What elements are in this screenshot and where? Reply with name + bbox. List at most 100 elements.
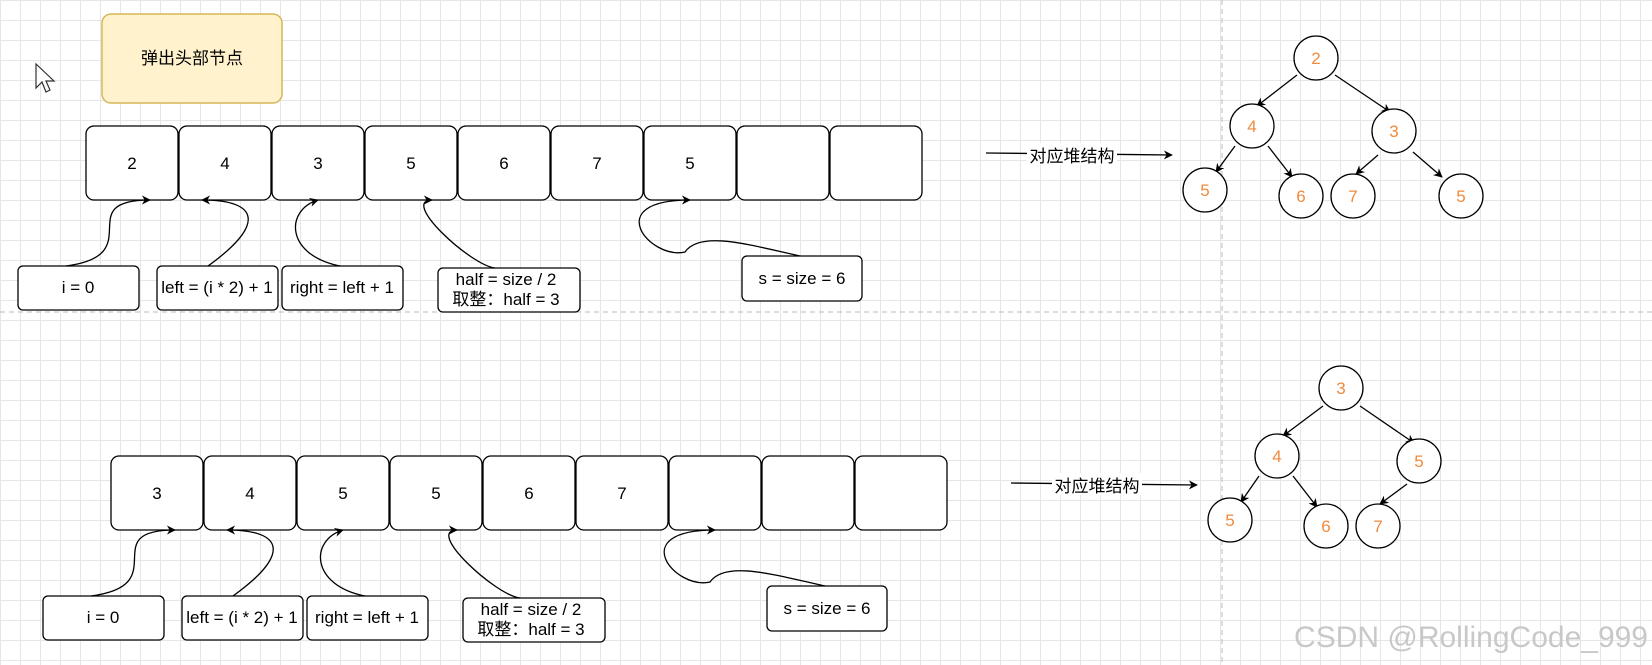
tree-node: 3 xyxy=(1371,108,1417,154)
svg-text:3: 3 xyxy=(1336,379,1345,398)
svg-text:right = left + 1: right = left + 1 xyxy=(290,278,394,297)
pointer-i xyxy=(90,525,176,597)
tree-edge xyxy=(1379,483,1408,505)
pointer-i xyxy=(65,195,151,267)
svg-text:6: 6 xyxy=(1321,517,1330,536)
tree-node: 5 xyxy=(1396,438,1442,484)
svg-text:7: 7 xyxy=(1373,517,1382,536)
array-cell: 4 xyxy=(203,455,297,531)
label-half: half = size / 2 取整：half = 3 xyxy=(437,267,581,313)
svg-text:half = size / 2: half = size / 2 xyxy=(481,600,582,619)
svg-text:6: 6 xyxy=(1296,187,1305,206)
pointer-right xyxy=(319,528,366,597)
svg-text:5: 5 xyxy=(1200,181,1209,200)
pointer-left xyxy=(201,195,249,267)
array-cell: 5 xyxy=(364,125,458,201)
array-cell: 6 xyxy=(482,455,576,531)
tree-node: 4 xyxy=(1229,103,1275,149)
tree-node: 7 xyxy=(1355,503,1401,549)
title-box: 弹出头部节点 xyxy=(101,13,283,104)
array-cell xyxy=(829,125,923,201)
tree-edge xyxy=(1359,405,1415,444)
tree-edge xyxy=(1240,475,1260,503)
cell-value: 5 xyxy=(338,484,347,503)
heap-label: 对应堆结构 xyxy=(1030,147,1115,166)
pointer-s xyxy=(638,195,801,257)
tree-node: 5 xyxy=(1438,173,1484,219)
tree-edge xyxy=(1292,475,1318,508)
pointer-right xyxy=(294,198,341,267)
pointer-s xyxy=(663,525,826,587)
svg-text:5: 5 xyxy=(1225,511,1234,530)
cell-value: 6 xyxy=(524,484,533,503)
top-heap-tree: 2 4 3 5 6 7 5 xyxy=(1182,35,1484,219)
array-cell xyxy=(668,455,762,531)
tree-edge xyxy=(1256,74,1298,107)
cell-value: 4 xyxy=(220,154,229,173)
cell-value: 2 xyxy=(127,154,136,173)
svg-text:2: 2 xyxy=(1311,49,1320,68)
label-i: i = 0 xyxy=(17,265,140,311)
bottom-heap-tree: 3 4 5 5 6 7 xyxy=(1207,365,1442,549)
svg-text:half = size / 2: half = size / 2 xyxy=(456,270,557,289)
svg-text:5: 5 xyxy=(1414,452,1423,471)
svg-text:4: 4 xyxy=(1247,117,1256,136)
array-cell: 3 xyxy=(110,455,204,531)
label-right: right = left + 1 xyxy=(306,595,429,641)
heap-arrow-bottom: 对应堆结构 xyxy=(1010,473,1198,496)
tree-node: 2 xyxy=(1293,35,1339,81)
array-cell xyxy=(736,125,830,201)
bottom-array: 3 4 5 5 6 7 xyxy=(110,455,948,531)
cell-value: 7 xyxy=(617,484,626,503)
svg-text:i = 0: i = 0 xyxy=(62,278,95,297)
array-cell xyxy=(854,455,948,531)
pointer-half xyxy=(423,195,496,269)
label-s: s = size = 6 xyxy=(741,255,863,302)
array-cell: 2 xyxy=(85,125,179,201)
cell-value: 6 xyxy=(499,154,508,173)
tree-node: 6 xyxy=(1303,503,1349,549)
cell-value: 5 xyxy=(431,484,440,503)
tree-node: 5 xyxy=(1182,167,1228,213)
svg-text:left = (i * 2) + 1: left = (i * 2) + 1 xyxy=(186,608,298,627)
cell-value: 3 xyxy=(152,484,161,503)
cursor-icon xyxy=(35,62,56,93)
array-cell: 4 xyxy=(178,125,272,201)
title: 弹出头部节点 xyxy=(141,49,243,68)
svg-text:取整：half = 3: 取整：half = 3 xyxy=(477,620,584,639)
array-cell: 5 xyxy=(643,125,737,201)
svg-text:4: 4 xyxy=(1272,447,1281,466)
watermark: CSDN @RollingCode_999 xyxy=(1294,621,1648,654)
svg-text:5: 5 xyxy=(1456,187,1465,206)
svg-text:s = size = 6: s = size = 6 xyxy=(784,599,871,618)
svg-text:left = (i * 2) + 1: left = (i * 2) + 1 xyxy=(161,278,273,297)
svg-text:s = size = 6: s = size = 6 xyxy=(759,269,846,288)
cell-value: 7 xyxy=(592,154,601,173)
label-i: i = 0 xyxy=(42,595,165,641)
tree-node: 6 xyxy=(1278,173,1324,219)
cell-value: 5 xyxy=(685,154,694,173)
heap-arrow-top: 对应堆结构 xyxy=(985,143,1173,166)
cell-value: 3 xyxy=(313,154,322,173)
label-half: half = size / 2 取整：half = 3 xyxy=(462,597,606,643)
tree-edge xyxy=(1412,151,1443,178)
tree-edge xyxy=(1282,405,1324,437)
heap-label: 对应堆结构 xyxy=(1055,477,1140,496)
svg-text:7: 7 xyxy=(1348,187,1357,206)
pointer-left xyxy=(226,525,274,597)
array-cell xyxy=(761,455,855,531)
cell-value: 4 xyxy=(245,484,254,503)
tree-node: 5 xyxy=(1207,497,1253,543)
top-array: 2 4 3 5 6 7 5 xyxy=(85,125,923,201)
label-left: left = (i * 2) + 1 xyxy=(181,595,304,641)
svg-text:right = left + 1: right = left + 1 xyxy=(315,608,419,627)
svg-text:3: 3 xyxy=(1389,122,1398,141)
tree-edge xyxy=(1355,154,1379,175)
label-s: s = size = 6 xyxy=(766,585,888,632)
array-cell: 5 xyxy=(296,455,390,531)
array-cell: 7 xyxy=(550,125,644,201)
tree-edge xyxy=(1334,74,1391,113)
svg-text:i = 0: i = 0 xyxy=(87,608,120,627)
label-right: right = left + 1 xyxy=(281,265,404,311)
